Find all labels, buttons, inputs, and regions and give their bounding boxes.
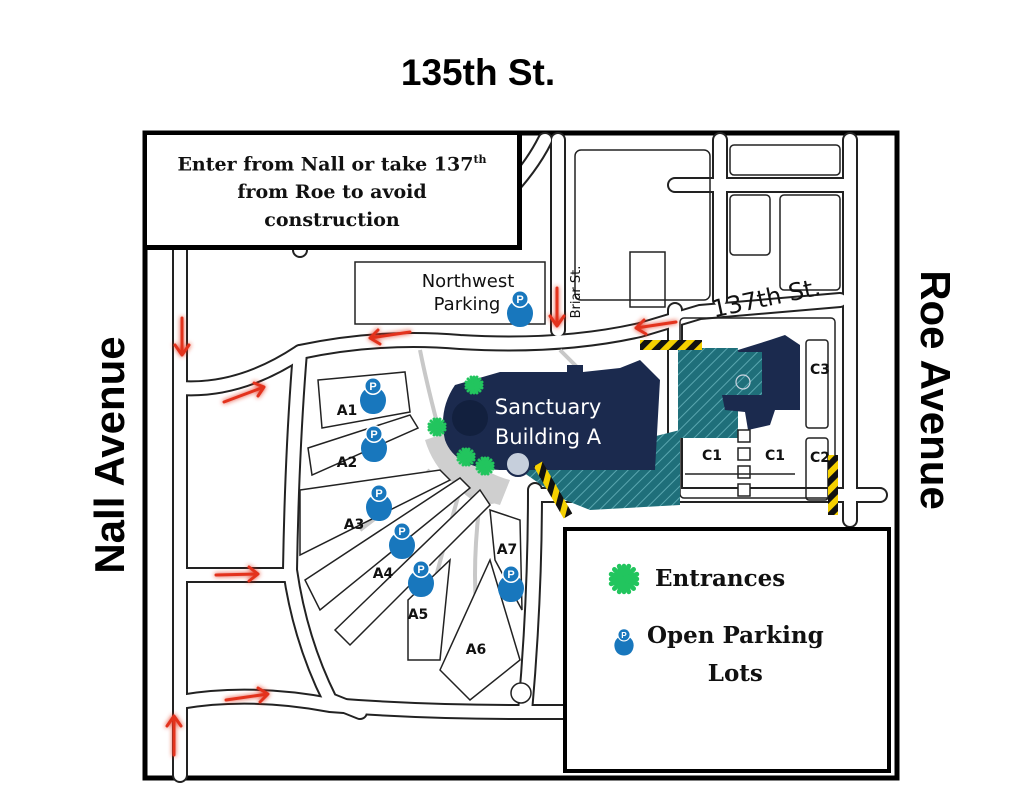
notice-line-1: Enter from Nall or take 137th xyxy=(177,146,486,178)
entrance-icon xyxy=(427,417,447,437)
arrow-up-icon xyxy=(165,714,183,757)
annex-marker xyxy=(735,374,751,390)
construction-barrier xyxy=(828,455,838,515)
arrow-left-icon xyxy=(634,318,678,336)
svg-text:P: P xyxy=(375,488,382,500)
legend-parking-line-2: Lots xyxy=(707,660,763,687)
legend-parking-label: Open Parking Lots xyxy=(647,617,824,693)
lot-label: A6 xyxy=(466,642,487,658)
lot-label: A1 xyxy=(337,403,358,419)
legend-parking: P Open Parking Lots xyxy=(611,617,824,693)
annex-construction-zone xyxy=(678,348,738,438)
sanctuary-building xyxy=(442,360,660,470)
svg-text:P: P xyxy=(621,631,627,640)
entrance-icon xyxy=(475,456,495,476)
135th-st-label: 135th St. xyxy=(400,52,556,93)
arrow-down-icon xyxy=(173,316,191,357)
briar-st-label: Briar St. xyxy=(569,266,584,319)
lot-label: A4 xyxy=(373,566,394,582)
legend-entrances: Entrances xyxy=(607,560,785,598)
plaza xyxy=(425,430,510,505)
legend-entrances-label: Entrances xyxy=(655,565,786,592)
nall-avenue-label: Nall Avenue xyxy=(86,336,133,574)
parking-pin-icon: P xyxy=(614,628,634,656)
lot-label: A2 xyxy=(337,455,358,471)
entrance-icon xyxy=(607,562,641,596)
lot-label: C1 xyxy=(702,448,722,464)
roe-avenue-label: Roe Avenue xyxy=(912,270,959,510)
lot-label: A3 xyxy=(344,517,365,533)
roads xyxy=(172,132,888,783)
notice-text: Enter from Nall or take 137 xyxy=(177,153,474,176)
lot-label: A5 xyxy=(408,607,429,623)
notice-line-2: from Roe to avoid xyxy=(237,181,427,204)
arrow-right-icon xyxy=(214,565,260,583)
lots-c xyxy=(685,339,829,501)
svg-text:P: P xyxy=(417,564,424,576)
construction-barrier xyxy=(533,461,573,519)
northwest-parking-label: Northwest xyxy=(422,271,515,292)
northwest-parking-label: Parking xyxy=(434,294,501,315)
entrance-icon xyxy=(456,447,476,467)
sanctuary-label: Sanctuary xyxy=(495,395,602,419)
lot-label: A7 xyxy=(497,542,518,558)
notice-superscript: th xyxy=(473,152,487,166)
svg-text:P: P xyxy=(370,429,377,441)
lot-label: C1 xyxy=(765,448,785,464)
lot-label: C2 xyxy=(810,450,830,466)
lot-label: C3 xyxy=(810,362,830,378)
svg-text:P: P xyxy=(369,381,376,393)
map-legend: Entrances P Open Parking Lots xyxy=(563,527,891,773)
construction-notice: Enter from Nall or take 137th from Roe t… xyxy=(143,131,522,250)
legend-parking-line-1: Open Parking xyxy=(647,622,824,649)
sanctuary-label: Building A xyxy=(495,425,602,449)
notice-line-3: construction xyxy=(264,209,400,232)
arrow-right-icon xyxy=(224,686,270,704)
arrow-right-icon xyxy=(222,381,266,404)
entrance-icon xyxy=(464,375,484,395)
rotunda xyxy=(505,451,531,477)
pin-letters: P P P P P P P xyxy=(369,294,523,581)
svg-text:P: P xyxy=(398,526,405,538)
svg-text:P: P xyxy=(516,294,523,306)
arrow-down-icon xyxy=(548,286,566,328)
svg-text:P: P xyxy=(507,569,514,581)
building-c-construction xyxy=(732,352,762,395)
arrow-left-icon xyxy=(368,328,412,346)
traffic-arrows xyxy=(165,286,678,757)
construction-barrier xyxy=(640,340,702,350)
sanctuary-dome xyxy=(452,400,488,436)
blocks xyxy=(354,144,841,499)
